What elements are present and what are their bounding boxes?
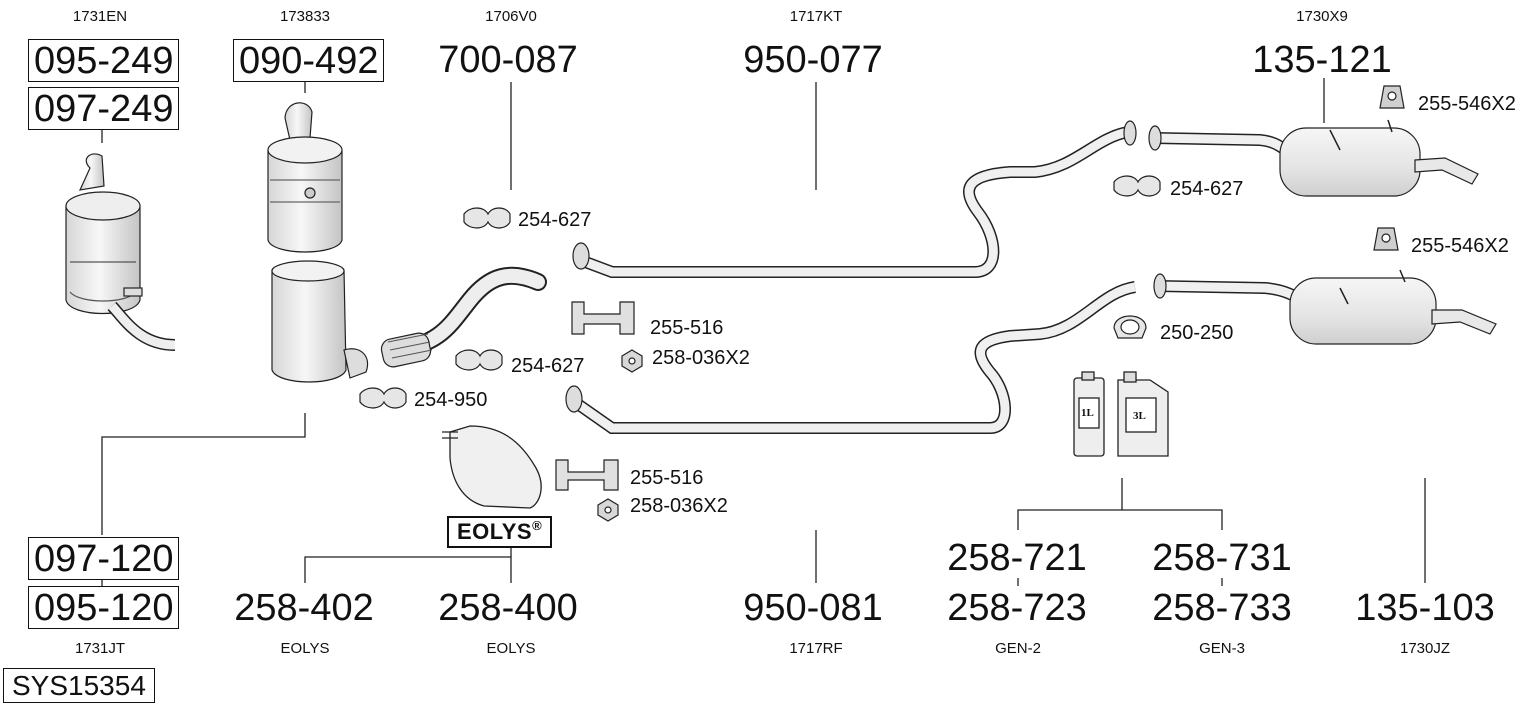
part-700-087[interactable]: 700-087 [438, 39, 578, 81]
part-950-081[interactable]: 950-081 [743, 587, 883, 629]
code-1730jz: 1730JZ [1399, 640, 1451, 657]
code-1717kt: 1717KT [789, 8, 843, 25]
part-258-733[interactable]: 258-733 [1152, 587, 1292, 629]
code-1730x9: 1730X9 [1296, 8, 1348, 25]
code-eolys: EOLYS [486, 640, 536, 657]
nut-258-036-icon [597, 349, 643, 522]
can-3l-label: 3L [1133, 410, 1146, 422]
label-254-627[interactable]: 254-627 [1170, 178, 1244, 200]
code-173833: 173833 [279, 8, 331, 25]
label-255-546x2[interactable]: 255-546X2 [1418, 93, 1516, 115]
part-950-077[interactable]: 950-077 [743, 39, 883, 81]
code-1706v0: 1706V0 [485, 8, 537, 25]
label-258-036x2[interactable]: 258-036X2 [652, 347, 750, 369]
fluid-cans [1073, 371, 1169, 457]
system-code: SYS15354 [3, 668, 155, 703]
code-1717rf: 1717RF [789, 640, 843, 657]
label-258-036x2[interactable]: 258-036X2 [630, 495, 728, 517]
eolys-bag-icon [442, 425, 542, 509]
clamp-254-627-icon [455, 175, 1161, 371]
can-1l-label: 1L [1081, 407, 1094, 419]
label-254-627[interactable]: 254-627 [511, 355, 585, 377]
code-1731en: 1731EN [72, 8, 128, 25]
label-250-250[interactable]: 250-250 [1160, 322, 1234, 344]
catalyst-1731en [65, 153, 176, 351]
part-095-249[interactable]: 095-249 [28, 39, 180, 82]
rear-silencer-135-121 [1148, 119, 1479, 197]
part-258-400[interactable]: 258-400 [438, 587, 578, 629]
label-255-516[interactable]: 255-516 [630, 467, 704, 489]
label-254-950[interactable]: 254-950 [414, 389, 488, 411]
code-1731jt: 1731JT [74, 640, 126, 657]
code-gen-2: GEN-2 [995, 640, 1041, 657]
front-pipe-700-087 [380, 266, 547, 368]
rubber-mount-255-546-icon [1373, 85, 1405, 251]
middle-pipe-950-081 [565, 281, 1137, 434]
part-097-120[interactable]: 097-120 [28, 537, 180, 580]
rear-silencer-135-103 [1153, 269, 1497, 345]
part-258-731[interactable]: 258-731 [1152, 537, 1292, 579]
part-135-121[interactable]: 135-121 [1252, 39, 1392, 81]
bracket-255-516-icon [555, 301, 635, 491]
clamp-254-950-icon [359, 387, 407, 409]
clamp-250-250-icon [1113, 315, 1147, 339]
code-gen-3: GEN-3 [1199, 640, 1245, 657]
label-255-546x2[interactable]: 255-546X2 [1411, 235, 1509, 257]
part-090-492[interactable]: 090-492 [233, 39, 385, 82]
middle-pipe-950-077 [572, 120, 1137, 278]
part-258-402[interactable]: 258-402 [234, 587, 374, 629]
label-255-516[interactable]: 255-516 [650, 317, 724, 339]
eolys-logo: EOLYS® [447, 516, 553, 548]
part-097-249[interactable]: 097-249 [28, 87, 180, 130]
catalyst-173833 [267, 102, 369, 383]
leader-lines [101, 78, 1426, 586]
part-258-721[interactable]: 258-721 [947, 537, 1087, 579]
part-095-120[interactable]: 095-120 [28, 586, 180, 629]
part-135-103[interactable]: 135-103 [1355, 587, 1495, 629]
label-254-627[interactable]: 254-627 [518, 209, 592, 231]
part-258-723[interactable]: 258-723 [947, 587, 1087, 629]
code-eolys: EOLYS [280, 640, 330, 657]
